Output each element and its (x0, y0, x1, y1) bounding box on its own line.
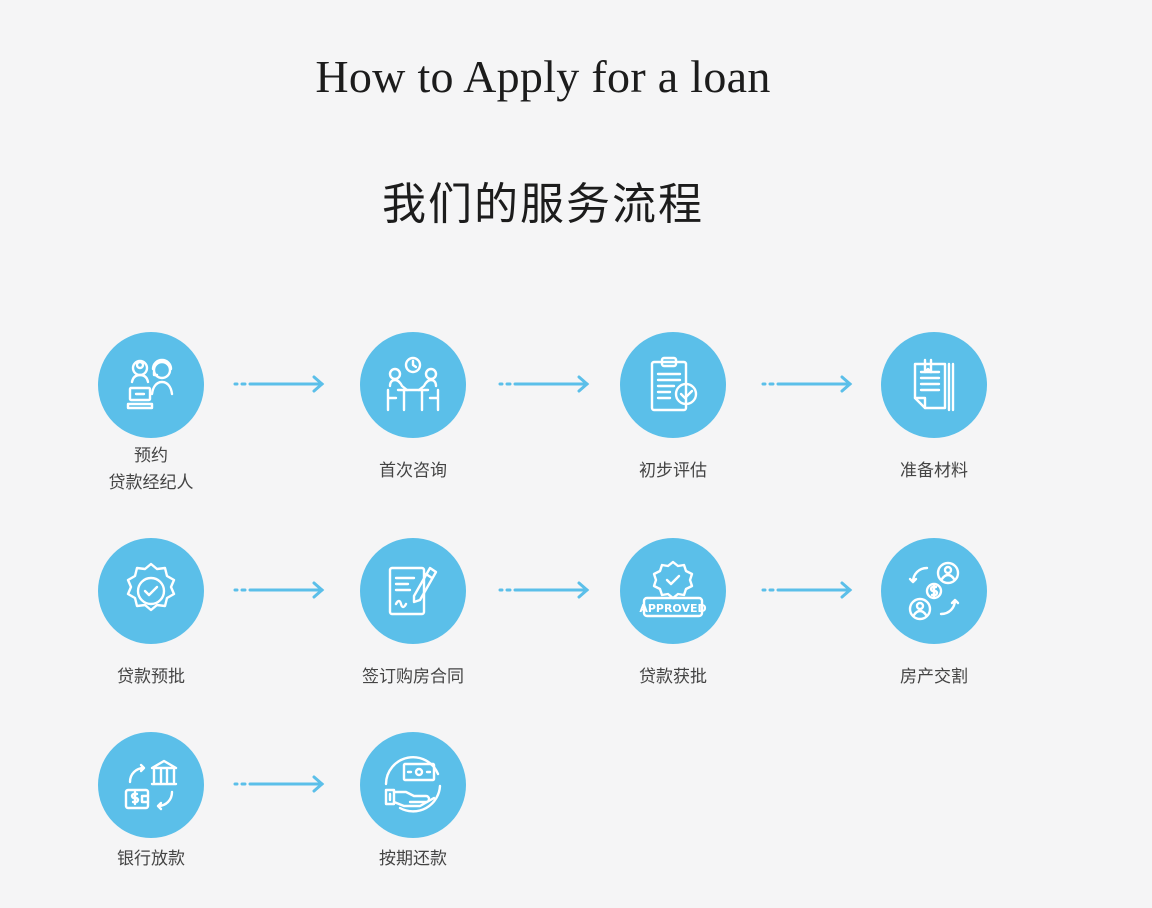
svg-text:APPROVED: APPROVED (639, 602, 706, 615)
property-exchange-icon (908, 561, 960, 621)
flow-arrow-icon (233, 581, 325, 599)
step-circle (98, 538, 204, 644)
agent-icon (126, 358, 174, 410)
approved-stamp-icon: APPROVED (639, 560, 707, 618)
step-circle (881, 332, 987, 438)
step-scheduled-repayment: 按期还款 (323, 732, 503, 869)
flow-arrow-icon (233, 775, 325, 793)
meeting-icon (386, 356, 440, 412)
step-label: 签订购房合同 (362, 667, 464, 687)
contract-sign-icon (388, 566, 438, 616)
page-title: How to Apply for a loan (315, 51, 771, 102)
step-bank-disbursement: 银行放款 (61, 732, 241, 869)
documents-icon (913, 358, 955, 412)
step-circle (620, 332, 726, 438)
step-label: 准备材料 (900, 461, 968, 481)
step-circle: APPROVED (620, 538, 726, 644)
step-label: 银行放款 (117, 849, 185, 869)
step-book-broker: 预约 贷款经纪人 (61, 332, 241, 493)
step-label: 按期还款 (379, 849, 447, 869)
page-subtitle: 我们的服务流程 (382, 179, 704, 230)
flow-arrow-icon (498, 375, 590, 393)
step-first-consultation: 首次咨询 (323, 332, 503, 481)
flow-arrow-icon (498, 581, 590, 599)
step-prepare-documents: 准备材料 (844, 332, 1024, 481)
step-initial-assessment: 初步评估 (583, 332, 763, 481)
clipboard-check-icon (650, 356, 698, 412)
step-label: 预约 贷款经纪人 (108, 446, 194, 493)
step-circle (360, 538, 466, 644)
repayment-icon (384, 756, 442, 813)
step-circle (881, 538, 987, 644)
step-label: 初步评估 (639, 461, 707, 481)
step-label: 房产交割 (900, 667, 968, 687)
bank-transfer-icon (124, 759, 178, 811)
flow-arrow-icon (761, 375, 853, 393)
step-label: 贷款预批 (117, 667, 185, 687)
step-circle (360, 732, 466, 838)
flow-arrow-icon (233, 375, 325, 393)
step-circle (98, 332, 204, 438)
flow-arrow-icon (761, 581, 853, 599)
step-loan-approved: APPROVED 贷款获批 (583, 538, 763, 687)
step-label: 首次咨询 (379, 461, 447, 481)
step-property-settlement: 房产交割 (844, 538, 1024, 687)
step-sign-contract: 签订购房合同 (323, 538, 503, 687)
step-circle (360, 332, 466, 438)
step-label: 贷款获批 (639, 667, 707, 687)
badge-check-icon (126, 562, 176, 612)
step-pre-approval: 贷款预批 (61, 538, 241, 687)
step-circle (98, 732, 204, 838)
